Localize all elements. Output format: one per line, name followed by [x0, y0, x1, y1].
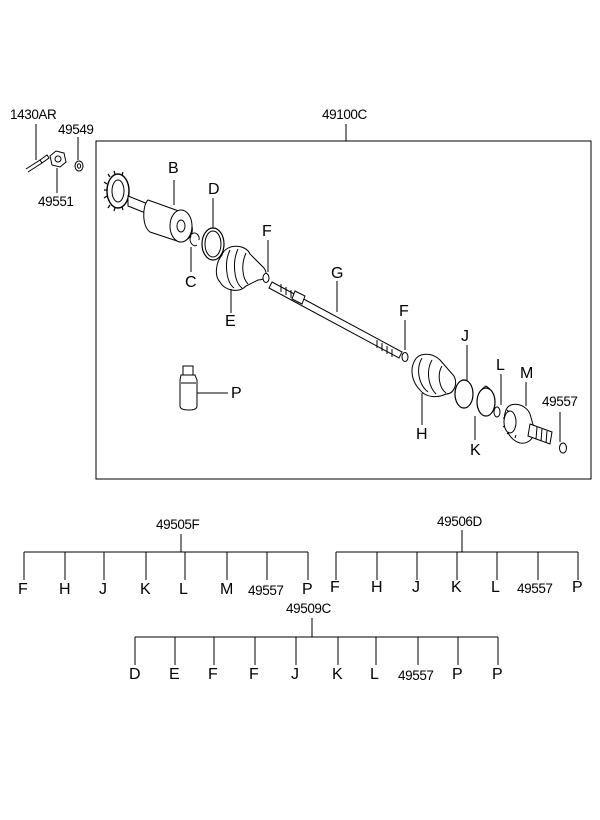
- kit-item: M: [220, 581, 234, 598]
- kit-item: 49557: [398, 668, 434, 683]
- outer-cv-joint: [502, 382, 553, 445]
- outer-retaining-ring: [474, 385, 496, 440]
- outer-small-ring: [493, 374, 502, 418]
- kit-item: P: [452, 666, 463, 683]
- kit-item: F: [249, 666, 259, 683]
- kit-item: H: [371, 579, 383, 596]
- kit-item: E: [169, 666, 180, 683]
- inner-circlip: [189, 232, 200, 272]
- callout-l: L: [496, 357, 505, 374]
- kit-item: F: [208, 666, 218, 683]
- assembly-frame: [95, 140, 592, 480]
- kit-item: J: [291, 666, 299, 683]
- callout-h: H: [416, 426, 428, 443]
- kit-item: F: [330, 579, 340, 596]
- kit-item: J: [412, 579, 420, 596]
- callout-f-outer: F: [399, 303, 409, 320]
- callout-p: P: [231, 385, 242, 402]
- kit-item: K: [451, 579, 462, 596]
- callout-f-inner: F: [262, 223, 272, 240]
- grease-bottle: [179, 365, 228, 411]
- outer-small-clip: [401, 320, 409, 362]
- kit-item: 49557: [517, 581, 553, 596]
- kit-item: K: [332, 666, 343, 683]
- kit-item: P: [572, 579, 583, 596]
- bolt-number-label: 1430AR: [10, 107, 57, 122]
- callout-k: K: [470, 442, 481, 459]
- bolt-part: [25, 124, 50, 173]
- callout-m: M: [520, 365, 534, 382]
- kit-item: P: [302, 581, 313, 598]
- outer-boot-band: [454, 345, 474, 409]
- inner-boot-band: [201, 198, 225, 261]
- washer-part: [74, 137, 84, 172]
- callout-j: J: [461, 328, 469, 345]
- kit-number-49505f: 49505F: [156, 517, 200, 532]
- kit-item: L: [491, 579, 500, 596]
- callout-e: E: [225, 313, 236, 330]
- kit-tree-49506d: [335, 530, 579, 580]
- kit-item: K: [140, 581, 151, 598]
- kit-item: 49557: [248, 583, 284, 598]
- inner-cv-joint: [103, 170, 193, 243]
- kit-item: P: [492, 666, 503, 683]
- kit-item: D: [129, 666, 141, 683]
- kit-number-49506d: 49506D: [437, 514, 482, 529]
- drive-shaft: [268, 281, 403, 359]
- callout-c: C: [185, 274, 197, 291]
- kit-item: J: [99, 581, 107, 598]
- end-clip: [559, 412, 567, 454]
- kit-item: H: [59, 581, 71, 598]
- inner-boot: [215, 245, 267, 313]
- assembly-number-label: 49100C: [322, 107, 367, 122]
- kit-number-49509c: 49509C: [286, 601, 331, 616]
- nut-part: [49, 150, 67, 193]
- kit-tree-49509c: [134, 618, 499, 665]
- inner-small-clip: [262, 240, 270, 283]
- washer-number-label: 49551: [38, 194, 74, 209]
- kit-item: F: [18, 581, 28, 598]
- kit-tree-49505f: [23, 534, 309, 580]
- end-clip-number-label: 49557: [542, 394, 578, 409]
- callout-b: B: [168, 160, 179, 177]
- outer-boot: [411, 353, 457, 425]
- kit-item: L: [179, 581, 188, 598]
- callout-d: D: [208, 181, 220, 198]
- kit-item: L: [370, 666, 379, 683]
- nut-number-label: 49549: [58, 122, 94, 137]
- callout-g: G: [331, 265, 344, 282]
